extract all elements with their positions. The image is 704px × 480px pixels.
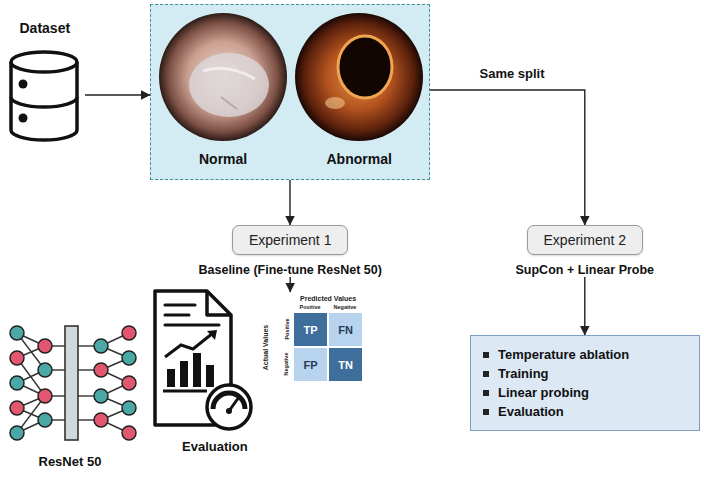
step-text: Training (498, 366, 549, 381)
text-slot: Negative (283, 353, 289, 376)
step-text: Evaluation (498, 404, 564, 419)
bullet-square (483, 352, 489, 358)
bullet-square (483, 409, 489, 415)
experiment-box: Experiment 1 (232, 225, 348, 255)
evaluation-node: Evaluation (145, 285, 257, 460)
text-slot: Normal (199, 151, 247, 167)
matrix-cell: TP (293, 312, 328, 347)
icon-label: ResNet 50 (39, 454, 102, 469)
connector-arrow (85, 94, 150, 95)
image-label: Normal (199, 151, 247, 167)
bullet-square (483, 390, 489, 396)
class-label: Positive (283, 318, 289, 339)
database-icon (5, 20, 85, 145)
text-slot: Predicted Values (300, 295, 356, 302)
text-slot: ResNet 50 (39, 454, 102, 469)
image-panel: Normal Abnormal (150, 4, 430, 180)
list-row: Linear probing (483, 383, 687, 402)
method-label: Baseline (Fine-tune ResNet 50) (199, 263, 382, 277)
text-slot: TN (328, 347, 363, 382)
network-icon (5, 318, 140, 448)
icon-label: Evaluation (182, 439, 248, 454)
text-slot: Positive (283, 318, 289, 339)
list-row: Evaluation (483, 402, 687, 421)
image-label: Abnormal (327, 151, 392, 167)
axis-label: Predicted Values (300, 295, 356, 302)
experiment-node: Experiment 2 SupCon + Linear Probe (516, 225, 655, 277)
matrix-cell: FP (293, 347, 328, 382)
text-slot: Abnormal (327, 151, 392, 167)
text-slot: Dataset (20, 20, 71, 36)
class-label: Positive (300, 304, 321, 310)
class-label: Negative (283, 353, 289, 376)
connector-arrow (430, 90, 585, 225)
connector-arrow (289, 277, 290, 292)
step-text: Linear probing (498, 385, 589, 400)
step-list: Temperature ablationTrainingLinear probi… (470, 335, 700, 431)
bullet-square (483, 371, 489, 377)
text-slot: TP (293, 312, 328, 347)
step-text: Temperature ablation (498, 347, 629, 362)
edge-label: Same split (478, 66, 547, 81)
node-label: Dataset (20, 20, 71, 36)
text-slot: Same split (478, 66, 547, 81)
text-slot: Positive (300, 304, 321, 310)
matrix-cell: TN (328, 347, 363, 382)
axis-label: Actual Values (262, 324, 269, 370)
experiment-box: Experiment 2 (527, 225, 643, 255)
text-slot: FN (328, 312, 363, 347)
network-node: ResNet 50 (5, 318, 140, 473)
text-slot: Negative (334, 304, 357, 310)
connector-arrow (584, 277, 585, 335)
evaluation-icon (145, 285, 257, 435)
list-row: Temperature ablation (483, 345, 687, 364)
experiment-node: Experiment 1 Baseline (Fine-tune ResNet 5… (199, 225, 382, 277)
matrix-cell: FN (328, 312, 363, 347)
text-slot: Evaluation (182, 439, 248, 454)
method-label: SupCon + Linear Probe (516, 263, 655, 277)
connector-arrow (289, 180, 290, 225)
list-row: Training (483, 364, 687, 383)
database-node: Dataset (5, 20, 85, 145)
confusion-matrix: Predicted ValuesPositiveNegativeActual V… (258, 292, 368, 392)
class-label: Negative (334, 304, 357, 310)
text-slot: FP (293, 347, 328, 382)
text-slot: Actual Values (262, 324, 269, 370)
